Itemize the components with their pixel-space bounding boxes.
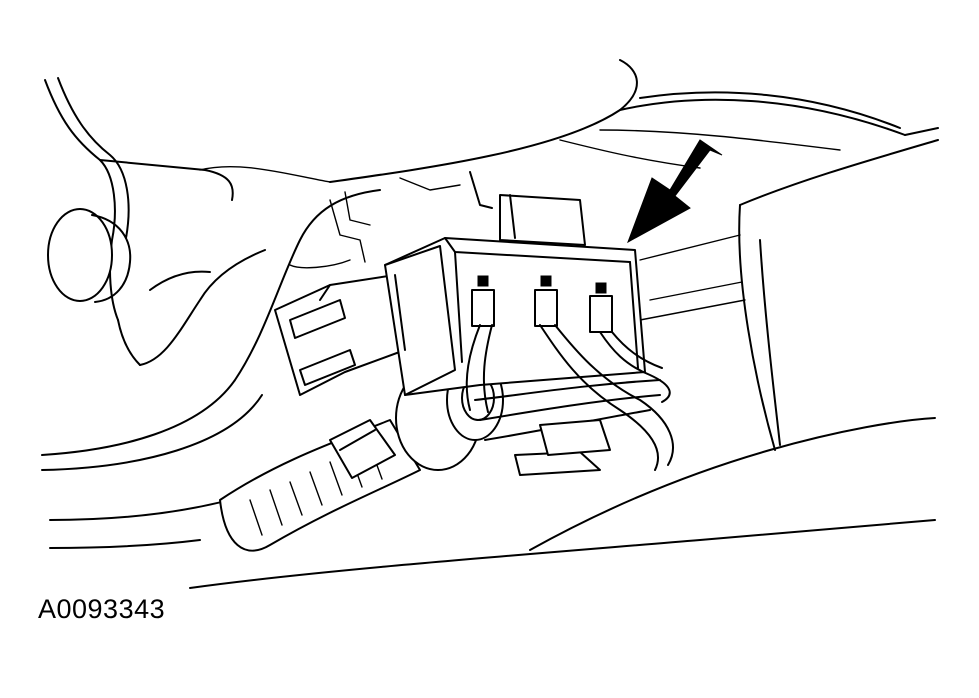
- floor-panel-lower: [50, 418, 935, 588]
- connector-housing: [385, 195, 645, 395]
- connector-terminals: [472, 276, 612, 332]
- terminal-marker-3: [596, 283, 606, 293]
- terminal-pin-3: [590, 296, 612, 332]
- support-arm: [42, 172, 492, 470]
- pointer-arrow-icon: [628, 140, 722, 242]
- terminal-marker-1: [478, 276, 488, 286]
- terminal-pin-2: [535, 290, 557, 326]
- terminal-marker-2: [541, 276, 551, 286]
- terminal-pin-1: [472, 290, 494, 326]
- harness-clip: [330, 420, 395, 478]
- wiring-conduit: [220, 420, 420, 551]
- bolt-head-icon: [48, 209, 112, 301]
- right-housing-block: [640, 140, 938, 450]
- wire-bundle: [467, 325, 673, 475]
- figure-id-label: A0093343: [38, 594, 166, 624]
- connector-latch-side: [275, 275, 405, 395]
- body-panel-upper: [330, 60, 938, 182]
- mounting-bracket-left: [45, 78, 330, 365]
